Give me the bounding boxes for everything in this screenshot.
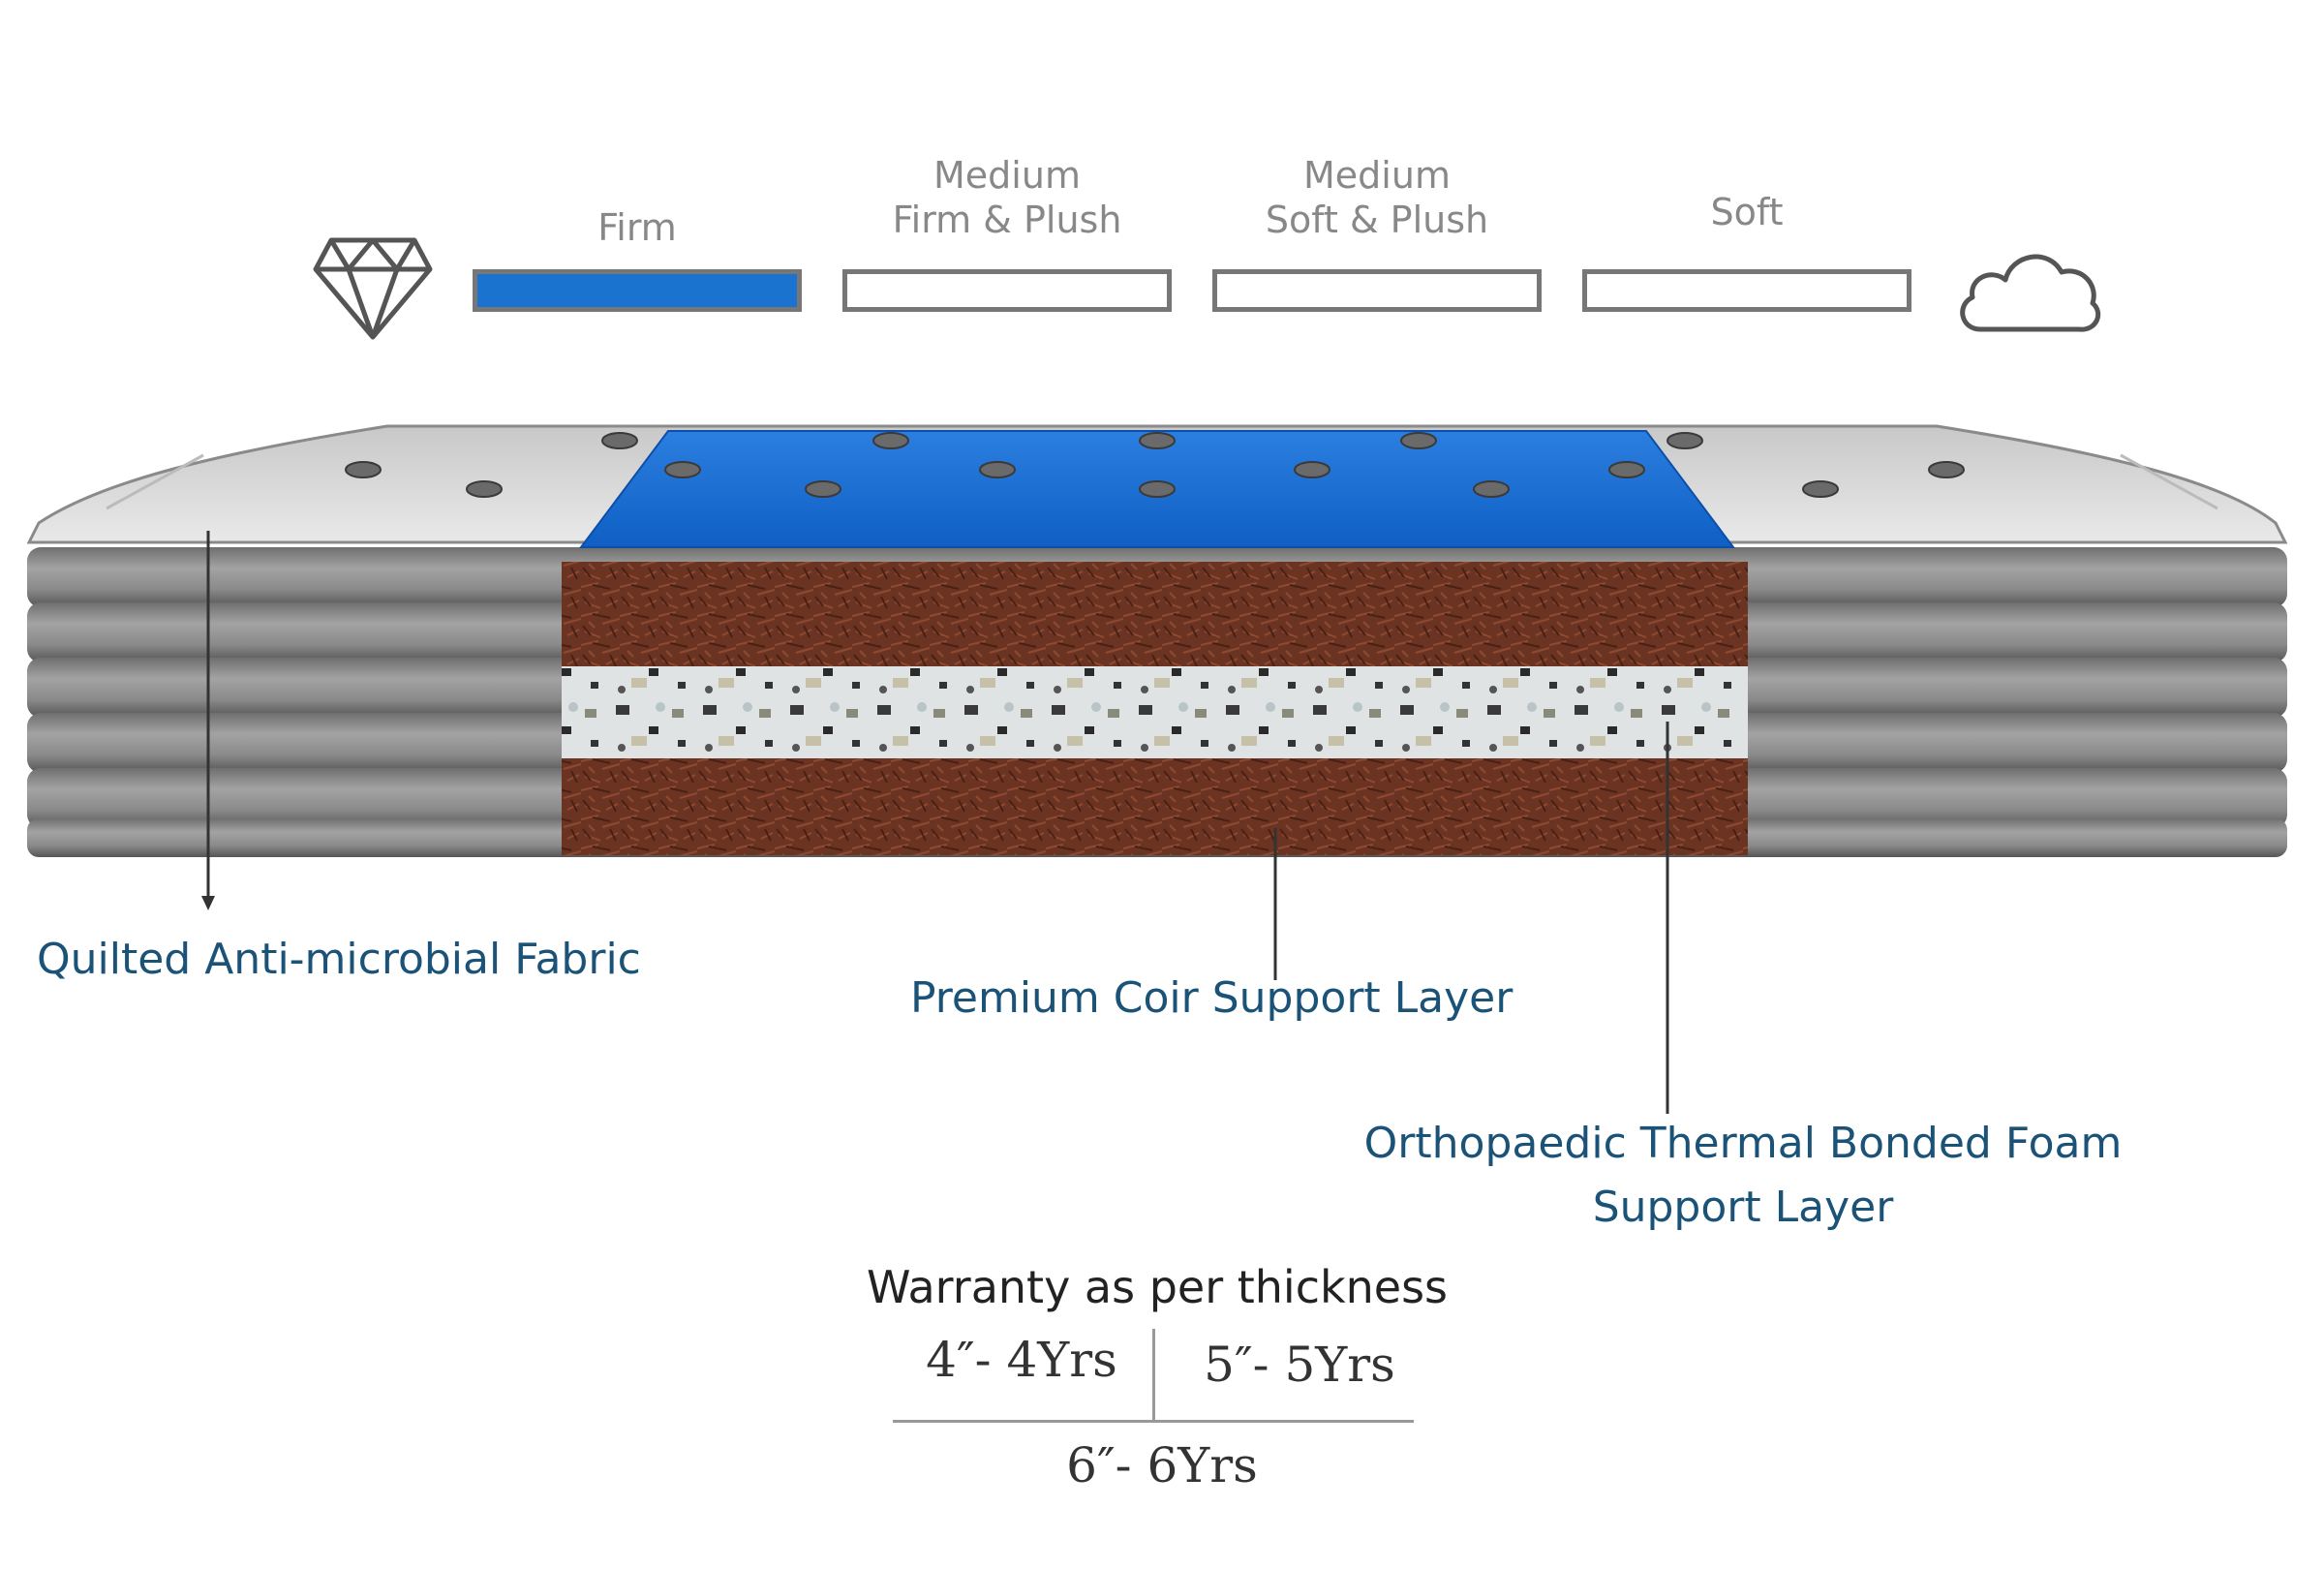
firmness-bar-soft	[1582, 269, 1911, 312]
warranty-vertical-divider	[1152, 1329, 1155, 1422]
firmness-bar-medium-firm	[842, 269, 1172, 312]
cloud-icon	[1960, 254, 2101, 332]
leader-lines	[201, 531, 1669, 1114]
tufting-buttons	[345, 432, 1965, 498]
diamond-icon	[313, 237, 433, 340]
coir-layer-label: Premium Coir Support Layer	[910, 973, 1514, 1023]
firmness-bar-firm	[473, 269, 802, 312]
firmness-label-medium-firm: Medium Firm & Plush	[892, 154, 1122, 241]
foam-layer-label-line1: Orthopaedic Thermal Bonded Foam	[1363, 1119, 2123, 1168]
firmness-label-soft: Soft	[1710, 191, 1784, 233]
fabric-layer-label: Quilted Anti-microbial Fabric	[37, 935, 641, 984]
coir-layer-bottom	[562, 758, 1748, 855]
warranty-5-inch: 5″- 5Yrs	[1204, 1337, 1395, 1393]
warranty-4-inch: 4″- 4Yrs	[926, 1332, 1117, 1388]
warranty-6-inch: 6″- 6Yrs	[1066, 1437, 1258, 1493]
firmness-label-medium-soft: Medium Soft & Plush	[1265, 154, 1489, 241]
coir-layer-top	[562, 562, 1748, 666]
warranty-title: Warranty as per thickness	[866, 1261, 1449, 1313]
foam-layer	[562, 666, 1748, 758]
warranty-horizontal-divider	[893, 1420, 1414, 1423]
foam-layer-label-line2: Support Layer	[1592, 1183, 1894, 1232]
firmness-bar-medium-soft	[1212, 269, 1542, 312]
firmness-label-firm: Firm	[597, 206, 677, 249]
